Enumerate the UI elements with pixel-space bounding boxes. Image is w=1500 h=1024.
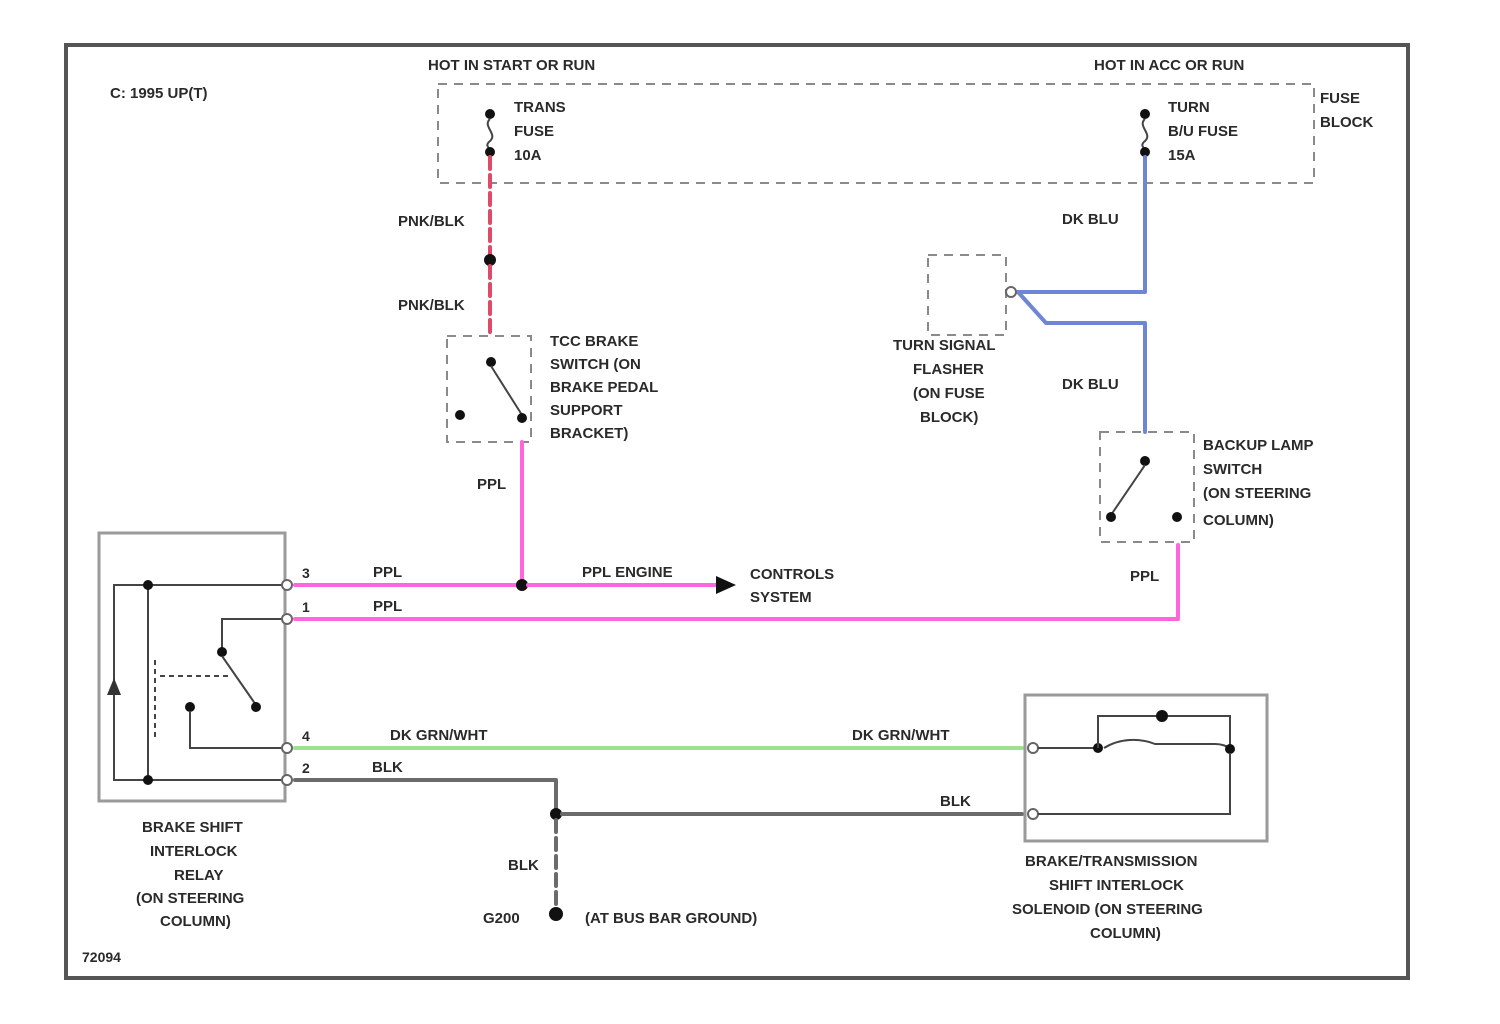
wire-label-dk-blu-2: DK BLU [1062,376,1119,393]
turn-signal-flasher: TURN SIGNAL FLASHER (ON FUSE BLOCK) [893,255,1016,426]
backup-switch-label-3: (ON STEERING [1203,485,1311,502]
solenoid-label-1: BRAKE/TRANSMISSION [1025,853,1198,870]
backup-switch-label-1: BACKUP LAMP [1203,437,1314,454]
relay-label-5: COLUMN) [160,913,231,930]
fuse-block-label-2: BLOCK [1320,114,1373,131]
tcc-brake-switch: TCC BRAKE SWITCH (ON BRAKE PEDAL SUPPORT… [447,333,658,442]
tcc-switch-label-1: TCC BRAKE [550,333,638,350]
shift-interlock-solenoid: BRAKE/TRANSMISSION SHIFT INTERLOCK SOLEN… [1012,695,1267,942]
trans-fuse-label-3: 10A [514,147,542,164]
ground-id: G200 [483,910,520,927]
tcc-switch-label-5: BRACKET) [550,425,628,442]
turn-bu-fuse-label-1: TURN [1168,99,1210,116]
trans-fuse-label-2: FUSE [514,123,554,140]
relay-label-1: BRAKE SHIFT [142,819,243,836]
relay-label-3: RELAY [174,867,223,884]
wire-label-ppl-1: PPL [477,476,506,493]
flasher-label-3: (ON FUSE [913,385,985,402]
arrow-to-controls [716,576,736,594]
brake-shift-interlock-relay: 3 1 4 2 BRAKE SHIFT INTERLOCK RELAY (ON … [99,533,310,930]
solenoid-label-2: SHIFT INTERLOCK [1049,877,1184,894]
wire-ppl-relay-pin1 [295,545,1178,619]
turn-bu-fuse-label-2: B/U FUSE [1168,123,1238,140]
wire-label-dk-grn-1: DK GRN/WHT [390,727,488,744]
figure-id: 72094 [82,949,121,965]
relay-label-2: INTERLOCK [150,843,238,860]
tcc-switch-label-4: SUPPORT [550,402,623,419]
ground-point [549,907,563,921]
flasher-label-2: FLASHER [913,361,984,378]
fuse-block-label-1: FUSE [1320,90,1360,107]
hot-in-acc-or-run-label: HOT IN ACC OR RUN [1094,57,1244,74]
relay-pin-2: 2 [302,760,310,776]
wire-label-blk-3: BLK [508,857,539,874]
wire-label-dk-blu-1: DK BLU [1062,211,1119,228]
solenoid-label-3: SOLENOID (ON STEERING [1012,901,1203,918]
wire-label-pnk-blk-2: PNK/BLK [398,297,465,314]
reference-code: C: 1995 UP(T) [110,85,208,102]
wire-label-pnk-blk-1: PNK/BLK [398,213,465,230]
hot-in-start-or-run-label: HOT IN START OR RUN [428,57,595,74]
turn-bu-fuse-label-3: 15A [1168,147,1196,164]
solenoid-label-4: COLUMN) [1090,925,1161,942]
tcc-switch-label-3: BRAKE PEDAL [550,379,658,396]
relay-pin-3: 3 [302,565,310,581]
backup-switch-label-2: SWITCH [1203,461,1262,478]
wire-label-blk-1: BLK [372,759,403,776]
wire-label-ppl-2: PPL [373,564,402,581]
controls-system-label-1: CONTROLS [750,566,834,583]
relay-label-4: (ON STEERING [136,890,244,907]
controls-system-label-2: SYSTEM [750,589,812,606]
ground-label: (AT BUS BAR GROUND) [585,910,757,927]
wire-label-ppl-4: PPL [1130,568,1159,585]
flasher-label-1: TURN SIGNAL [893,337,996,354]
tcc-switch-label-2: SWITCH (ON [550,356,641,373]
wire-label-blk-2: BLK [940,793,971,810]
backup-lamp-switch: BACKUP LAMP SWITCH (ON STEERING COLUMN) [1100,432,1314,542]
trans-fuse: TRANS FUSE 10A [485,99,566,164]
wire-label-ppl-engine: PPL ENGINE [582,564,673,581]
wire-blk-relay [295,780,556,812]
trans-fuse-label-1: TRANS [514,99,566,116]
wire-label-ppl-3: PPL [373,598,402,615]
relay-pin-4: 4 [302,728,310,744]
flasher-label-4: BLOCK) [920,409,978,426]
wire-label-dk-grn-2: DK GRN/WHT [852,727,950,744]
backup-switch-label-4: COLUMN) [1203,512,1274,529]
relay-pin-1: 1 [302,599,310,615]
turn-bu-fuse: TURN B/U FUSE 15A [1140,99,1238,164]
wire-dk-blu-lower [1018,292,1145,432]
